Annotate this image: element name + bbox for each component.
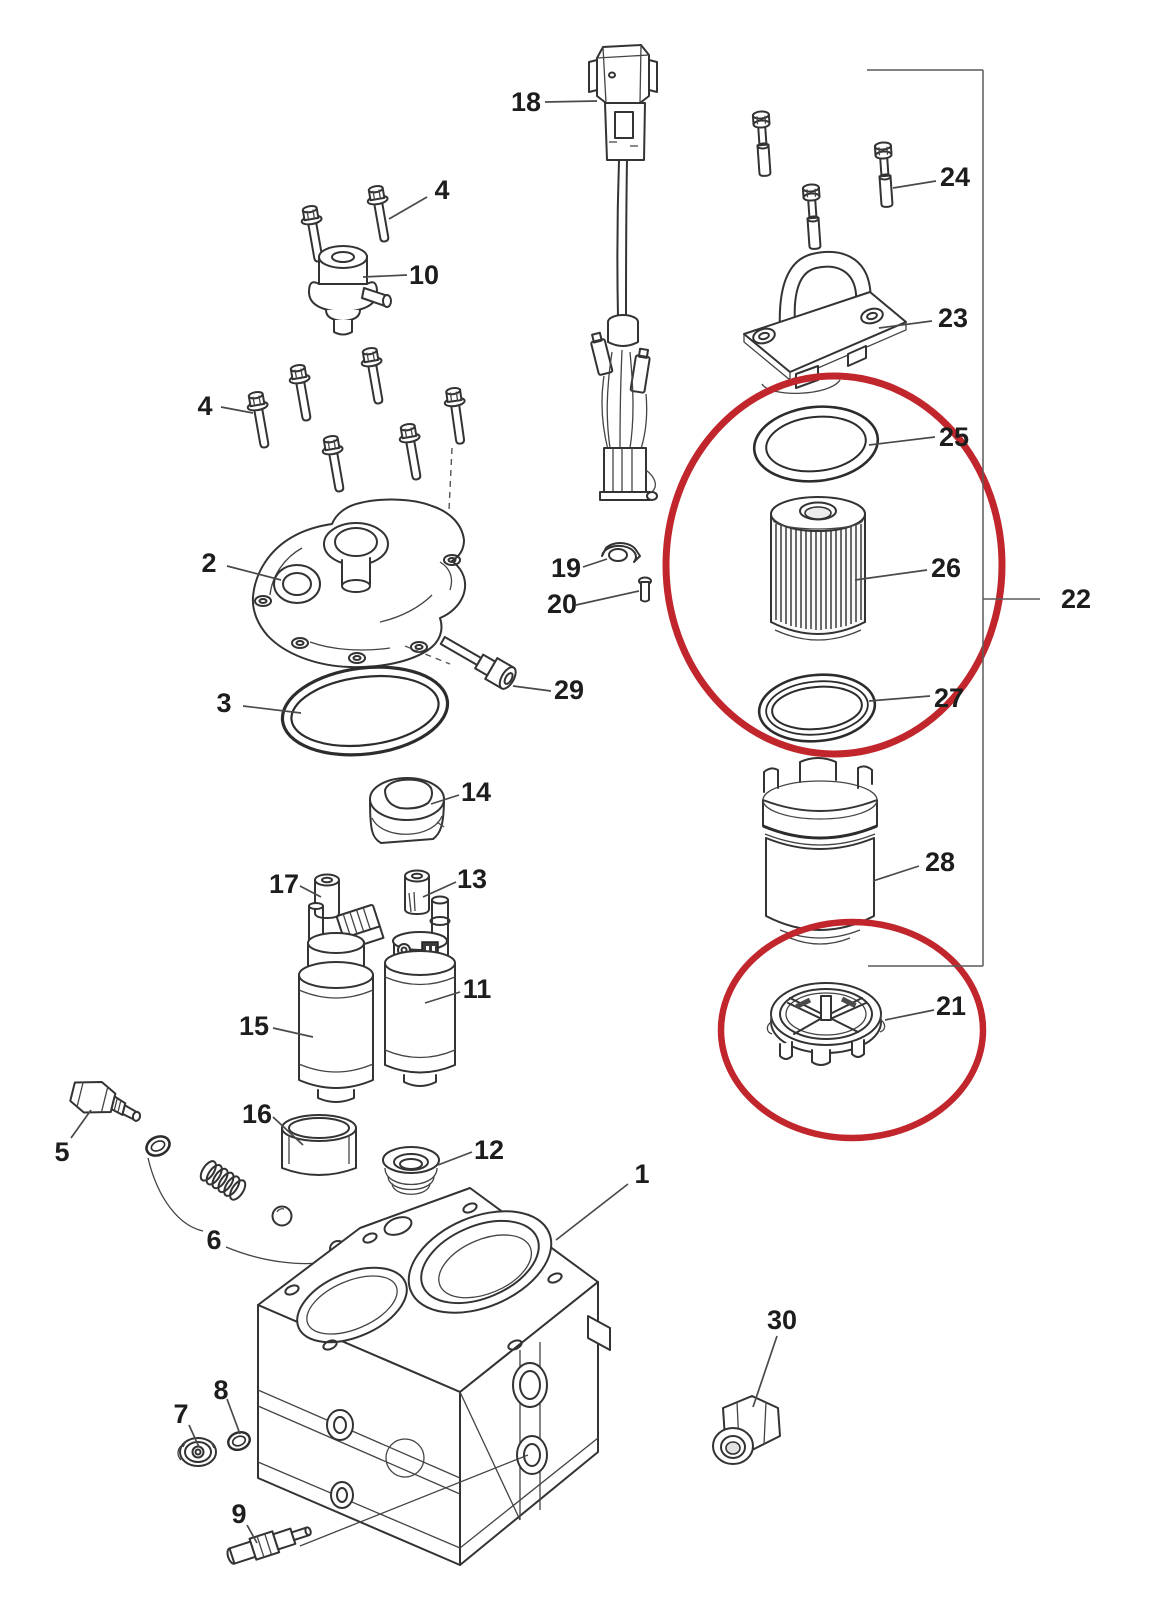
filter-kit-circle bbox=[662, 372, 1006, 758]
leader-line-13 bbox=[422, 881, 457, 898]
leader-line-20 bbox=[575, 590, 640, 606]
part-8-washer bbox=[227, 1430, 251, 1452]
part-27-seal-ring bbox=[757, 673, 877, 743]
part-18-wiring-harness bbox=[588, 44, 658, 501]
leader-line-7 bbox=[188, 1424, 200, 1448]
leader-line-4 bbox=[388, 196, 428, 220]
callout-label-22: 22 bbox=[1061, 584, 1091, 614]
callout-label-8: 8 bbox=[213, 1375, 228, 1405]
part-11-fuel-pump bbox=[384, 891, 456, 1087]
leader-line-9 bbox=[246, 1524, 258, 1544]
part-30-fitting bbox=[712, 1395, 781, 1465]
part-13-spacer bbox=[404, 869, 430, 915]
leader-line-4 bbox=[220, 406, 254, 414]
leader-line-14 bbox=[430, 794, 460, 805]
callout-label-21: 21 bbox=[936, 991, 966, 1021]
leader-line-3 bbox=[242, 705, 302, 714]
leader-line-15 bbox=[272, 1027, 314, 1038]
callout-label-5: 5 bbox=[54, 1137, 69, 1167]
leader-line-26 bbox=[854, 569, 928, 581]
part-21-filter-cap bbox=[766, 982, 886, 1066]
leader-line-12 bbox=[437, 1151, 473, 1166]
part-14-cap bbox=[369, 777, 445, 844]
callout-label-10: 10 bbox=[409, 260, 439, 290]
leader-line-19 bbox=[582, 558, 608, 568]
part-3-gasket bbox=[280, 665, 450, 757]
leader-line-17 bbox=[299, 885, 322, 898]
part-4-bolts-left bbox=[244, 345, 472, 511]
callout-label-28: 28 bbox=[925, 847, 955, 877]
part-5-valve bbox=[69, 1080, 142, 1122]
leader-line-25 bbox=[868, 436, 936, 446]
callout-label-4: 4 bbox=[434, 175, 449, 205]
callout-label-15: 15 bbox=[239, 1011, 269, 1041]
callout-label-12: 12 bbox=[474, 1135, 504, 1165]
part-26-filter-element bbox=[770, 496, 866, 641]
callout-label-18: 18 bbox=[511, 87, 541, 117]
callout-label-14: 14 bbox=[461, 777, 491, 807]
leader-line-1 bbox=[555, 1183, 629, 1241]
part-10-pressure-regulator bbox=[308, 245, 392, 336]
part-16-cushion-cup bbox=[281, 1114, 357, 1176]
callout-label-29: 29 bbox=[554, 675, 584, 705]
leader-line-24 bbox=[892, 180, 937, 189]
spring bbox=[199, 1160, 247, 1201]
leader-line-28 bbox=[872, 865, 920, 882]
part-2-cover bbox=[251, 498, 467, 669]
leader-line-18 bbox=[544, 100, 598, 103]
leader-line-2 bbox=[226, 565, 282, 581]
part-9-fitting bbox=[226, 1526, 312, 1565]
callout-label-24: 24 bbox=[940, 162, 970, 192]
leader-line-10 bbox=[362, 274, 408, 278]
part-7-plug bbox=[177, 1437, 217, 1467]
part-23-bracket bbox=[743, 250, 907, 394]
leader-line-5 bbox=[70, 1109, 92, 1139]
group-bracket-22: 22 bbox=[867, 69, 1091, 967]
callout-label-26: 26 bbox=[931, 553, 961, 583]
callout-label-17: 17 bbox=[269, 869, 299, 899]
leader-line-21 bbox=[884, 1009, 935, 1021]
callout-label-7: 7 bbox=[173, 1399, 188, 1429]
callout-label-13: 13 bbox=[457, 864, 487, 894]
callout-label-30: 30 bbox=[767, 1305, 797, 1335]
callout-label-4: 4 bbox=[197, 391, 212, 421]
callout-label-20: 20 bbox=[547, 589, 577, 619]
leader-line-16 bbox=[272, 1116, 304, 1146]
callout-label-1: 1 bbox=[634, 1159, 649, 1189]
leader-line-29 bbox=[512, 685, 552, 692]
part-25-seal-ring bbox=[752, 405, 880, 483]
callout-label-25: 25 bbox=[939, 422, 969, 452]
part-28-filter-bowl bbox=[762, 757, 878, 945]
part-1-housing bbox=[257, 1187, 611, 1566]
cap-circle bbox=[717, 918, 987, 1142]
leader-line-27 bbox=[868, 695, 931, 702]
callout-label-6: 6 bbox=[206, 1225, 221, 1255]
leader-line-8 bbox=[226, 1398, 241, 1435]
callout-label-9: 9 bbox=[231, 1499, 246, 1529]
leader-line-11 bbox=[424, 991, 461, 1004]
part-29-bolt bbox=[439, 636, 517, 690]
callout-label-11: 11 bbox=[463, 974, 492, 1004]
part-19-retainer-clip bbox=[601, 542, 641, 563]
part-15-fuel-pump bbox=[298, 902, 385, 1103]
part-20-screw bbox=[638, 576, 652, 603]
leader-line-23 bbox=[878, 320, 933, 329]
highlight-circles bbox=[662, 372, 1006, 1142]
part-12-grommet bbox=[382, 1146, 440, 1195]
callout-label-2: 2 bbox=[201, 548, 216, 578]
callout-label-16: 16 bbox=[242, 1099, 272, 1129]
callout-label-19: 19 bbox=[551, 553, 581, 583]
part-24-bolts bbox=[751, 109, 897, 251]
leader-line-30 bbox=[752, 1335, 778, 1408]
callout-label-27: 27 bbox=[934, 683, 964, 713]
callout-label-23: 23 bbox=[938, 303, 968, 333]
callout-label-3: 3 bbox=[216, 688, 231, 718]
